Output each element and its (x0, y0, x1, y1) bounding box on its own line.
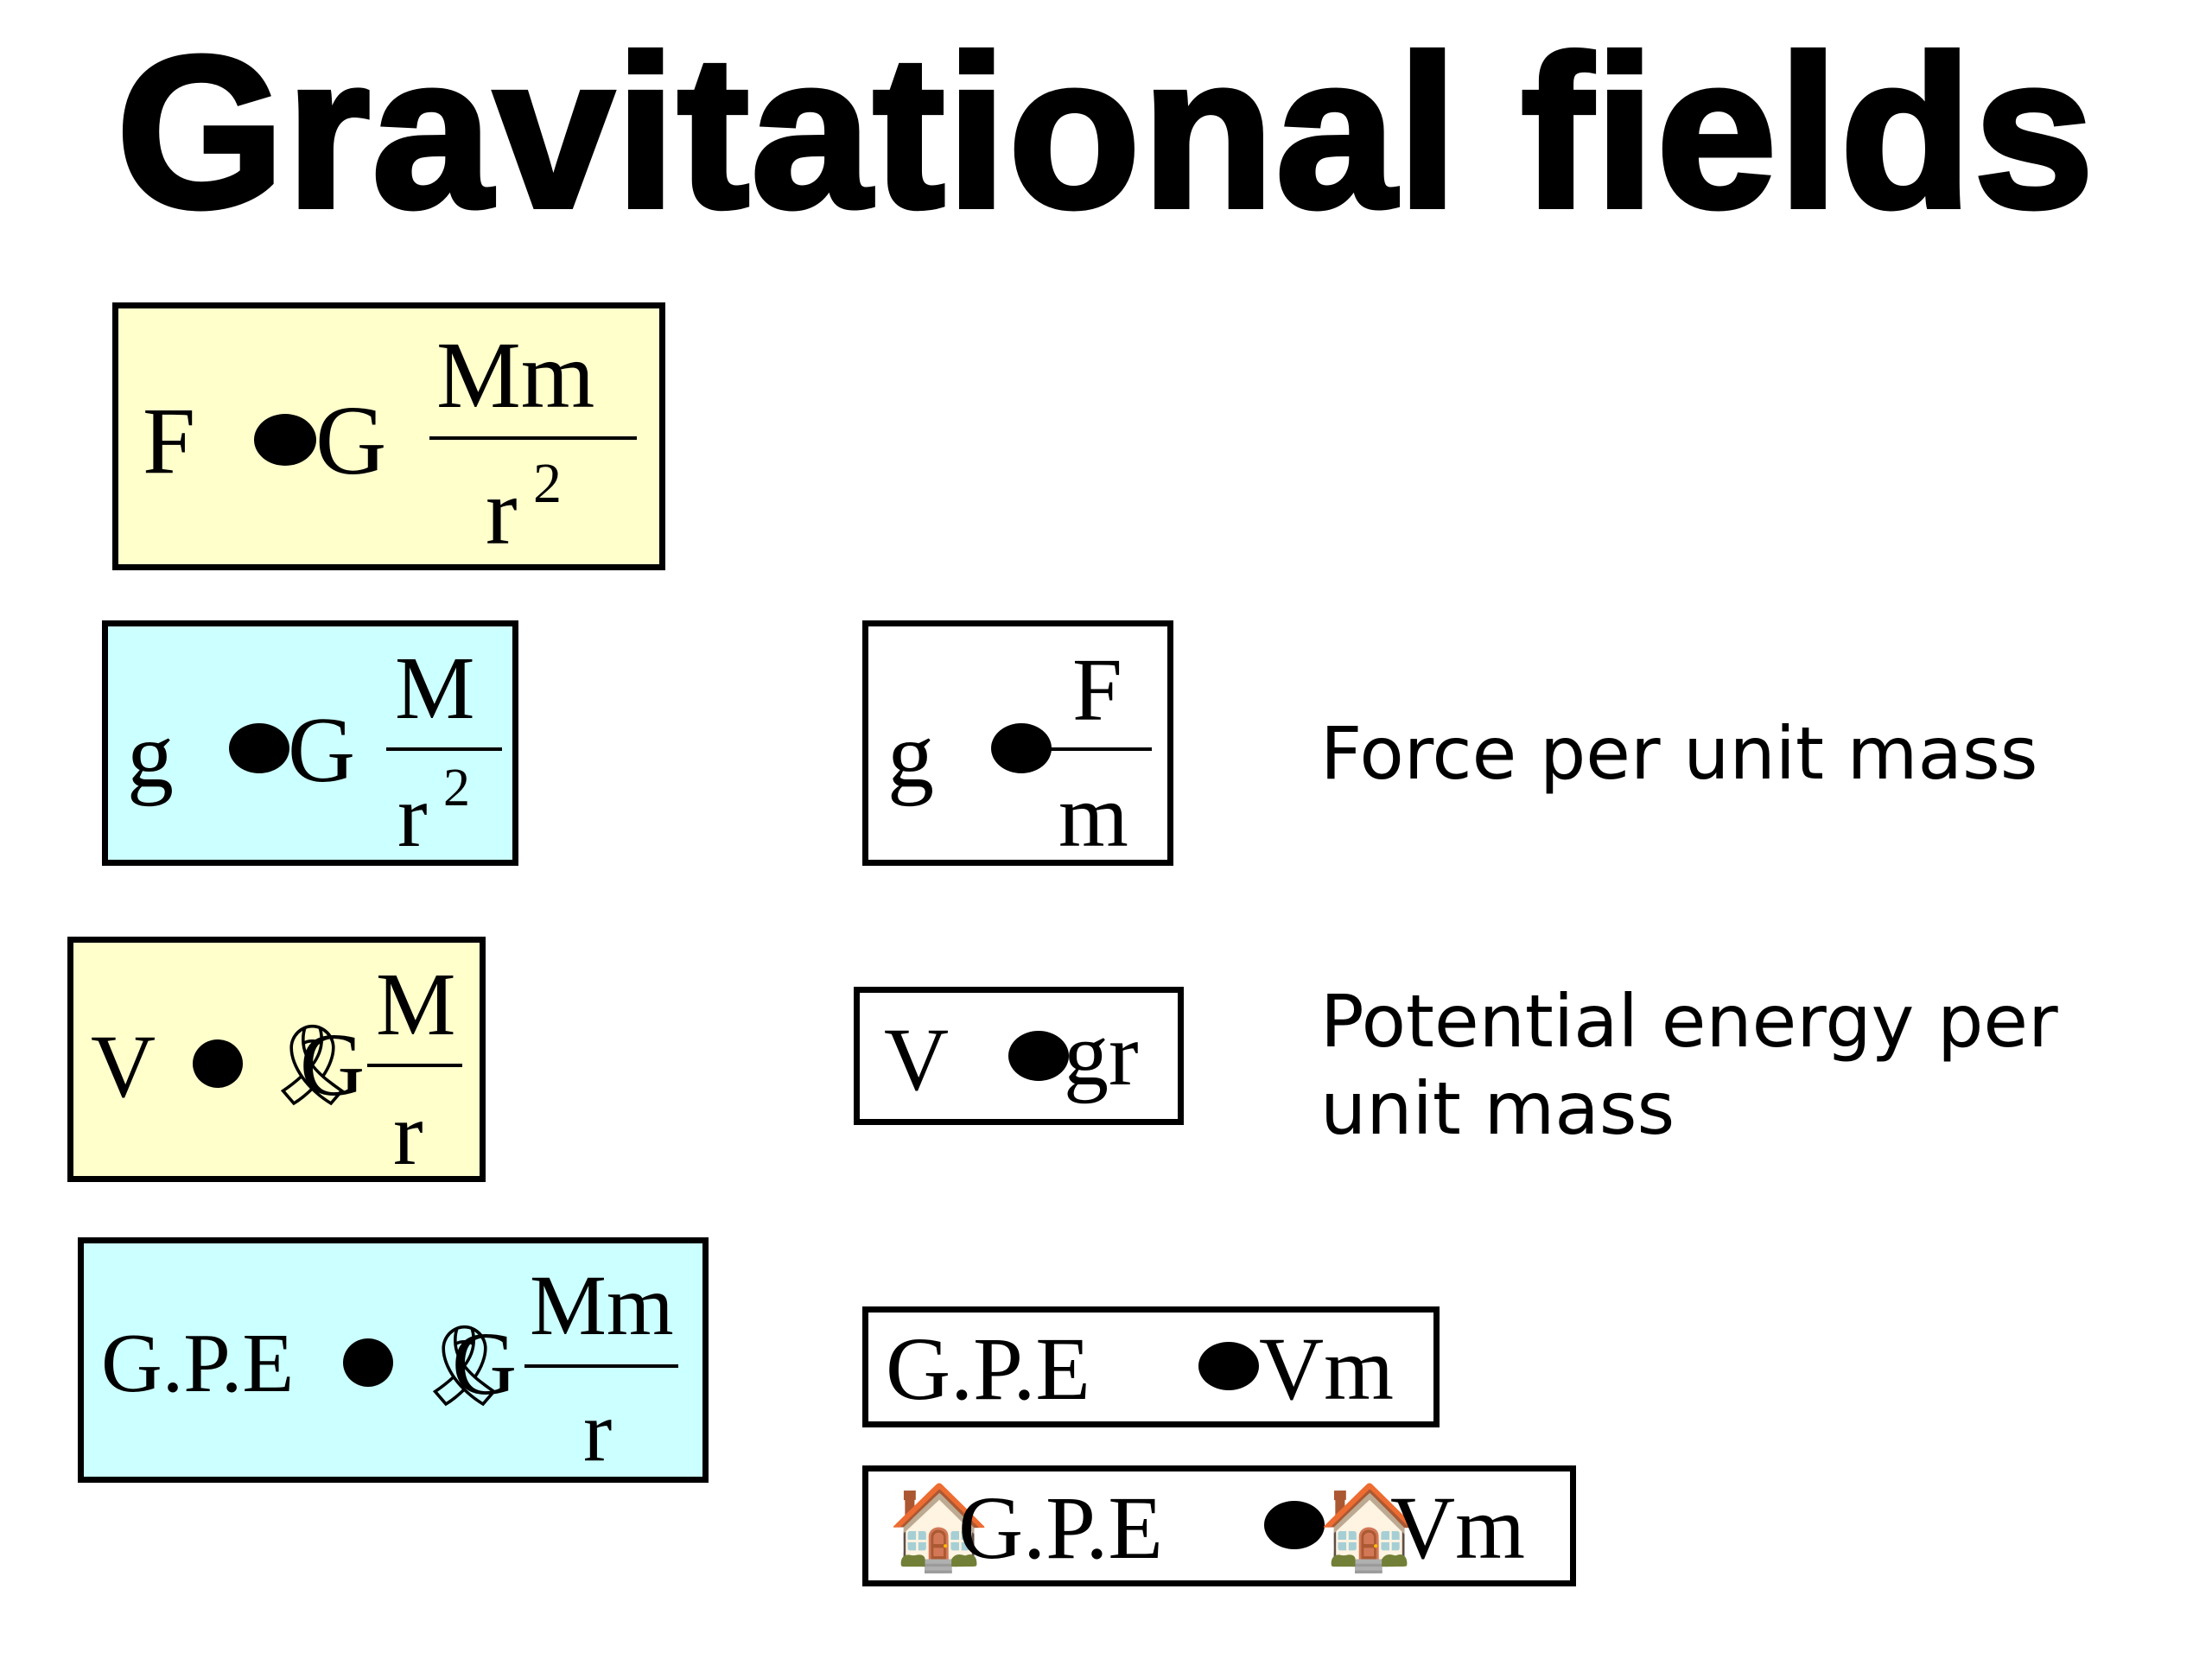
denominator: r (393, 1084, 423, 1184)
delta-glyph: 🏠 (1318, 1478, 1421, 1575)
potential-symbol: V (91, 1017, 156, 1116)
potential-times-mass: Vm (1390, 1478, 1525, 1578)
minus-glyph: 🎗 (414, 1319, 515, 1412)
fraction-bar (386, 747, 502, 751)
field-strength-box: g G M r 2 (102, 620, 518, 866)
equals-glyph (254, 414, 316, 466)
equals-glyph (343, 1338, 393, 1387)
equals-glyph (991, 723, 1052, 773)
field-symbol: g (127, 704, 174, 807)
gpe-relation-box: G.P.E Vm (862, 1306, 1440, 1427)
equals-glyph (229, 723, 289, 773)
field-definition-note: Force per unit mass (1320, 711, 2038, 796)
exponent: 2 (443, 759, 470, 817)
denominator: r (583, 1383, 613, 1479)
fraction-bar (524, 1364, 678, 1368)
fraction-bar (1050, 747, 1152, 751)
gpe-symbol: G.P.E (101, 1317, 295, 1410)
numerator: M (395, 639, 475, 738)
force-symbol: F (143, 388, 196, 493)
numerator: M (376, 955, 456, 1054)
exponent: 2 (533, 452, 562, 515)
potential-box: V 🎗 G M r (67, 937, 486, 1182)
minus-glyph: 🎗 (262, 1019, 363, 1111)
gravitational-constant: G (315, 385, 387, 495)
gravitational-constant: G (288, 699, 355, 802)
equals-glyph (1264, 1501, 1325, 1549)
numerator: Mm (436, 322, 595, 428)
equals-glyph (1008, 1031, 1069, 1081)
potential-note-line-2: unit mass (1320, 1065, 1675, 1151)
gravitational-constant: G (300, 1015, 365, 1115)
potential-relation-box: V gr (854, 987, 1184, 1125)
newton-law-box: F G Mm r 2 (112, 302, 665, 570)
gpe-box: G.P.E 🎗 G Mm r (78, 1237, 709, 1483)
equals-glyph (193, 1039, 243, 1088)
equals-glyph (1198, 1342, 1259, 1390)
gpe-symbol: G.P.E (886, 1319, 1090, 1419)
gravitational-constant: G (452, 1314, 518, 1414)
potential-times-mass: Vm (1259, 1319, 1394, 1419)
potential-symbol: V (884, 1010, 950, 1109)
delta-glyph: 🏠 (887, 1478, 991, 1575)
fraction-bar (429, 436, 637, 440)
fraction-bar (367, 1064, 462, 1067)
denominator: r (486, 459, 518, 564)
numerator: Mm (530, 1257, 674, 1353)
potential-definition-note: Potential energy per unit mass (1320, 978, 2058, 1153)
field-definition-box: g F m (862, 620, 1173, 866)
numerator: F (1072, 640, 1122, 740)
gpe-change-box: 🏠 G.P.E 🏠 Vm (862, 1465, 1576, 1586)
denominator: m (1058, 766, 1128, 866)
potential-note-line-1: Potential energy per (1320, 979, 2058, 1064)
field-symbol: g (887, 704, 934, 807)
denominator: r (397, 766, 428, 866)
slide-title: Gravitational fields (114, 11, 2097, 252)
gpe-symbol: G.P.E (958, 1478, 1163, 1578)
field-times-distance: gr (1064, 1005, 1139, 1104)
